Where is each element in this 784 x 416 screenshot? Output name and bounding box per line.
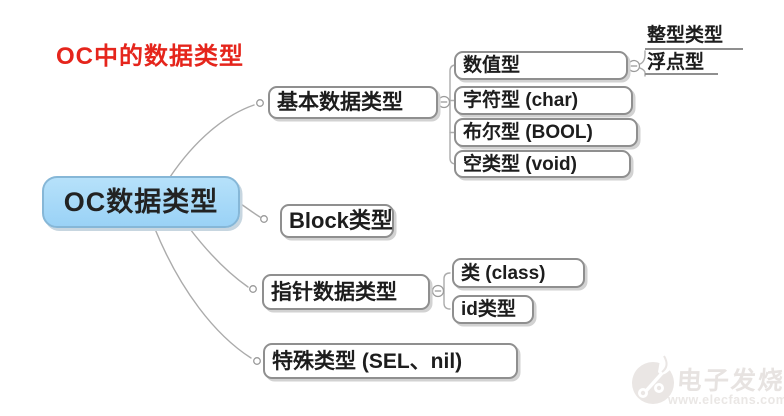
node-char-type[interactable]: 字符型 (char) [454,86,633,115]
junction-dot-special [253,357,261,365]
numeric-children-bracket [639,50,646,77]
watermark-brand: 电子发烧友 [675,367,784,395]
collapse-toggle-numeric[interactable] [627,59,641,73]
node-bool-type[interactable]: 布尔型 (BOOL) [454,118,638,147]
root-branch-wires [154,104,261,359]
node-special-types[interactable]: 特殊类型 (SEL、nil) [263,343,518,379]
watermark-url: www.elecfans.com [668,393,784,407]
junction-dots [249,99,268,365]
node-numeric-type[interactable]: 数值型 [454,51,628,80]
junction-dot-pointer [249,285,257,293]
node-float-type[interactable]: 浮点型 [645,52,718,75]
node-integer-type[interactable]: 整型类型 [645,25,743,50]
node-basic-types[interactable]: 基本数据类型 [268,86,438,119]
node-class-type[interactable]: 类 (class) [452,258,585,288]
pointer-children-bracket [443,272,451,310]
elecfans-logo-icon [632,355,674,404]
junction-dot-basic [256,99,264,107]
collapse-toggle-pointer[interactable] [431,284,445,298]
collapse-toggle-basic[interactable] [437,95,451,109]
wire-root-basic [169,104,255,178]
wire-root-special [154,228,252,359]
collapse-toggles [431,59,641,298]
wire-root-pointer [189,228,249,288]
node-void-type[interactable]: 空类型 (void) [454,150,631,178]
page-title: OC中的数据类型 [56,43,244,70]
node-pointer-types[interactable]: 指针数据类型 [262,274,430,310]
junction-dot-block [260,215,268,223]
node-block-type[interactable]: Block类型 [280,204,394,238]
root-node[interactable]: OC数据类型 [42,176,240,228]
node-id-type[interactable]: id类型 [452,295,534,324]
wire-root-block [240,203,261,218]
basic-children-bracket [449,64,457,165]
